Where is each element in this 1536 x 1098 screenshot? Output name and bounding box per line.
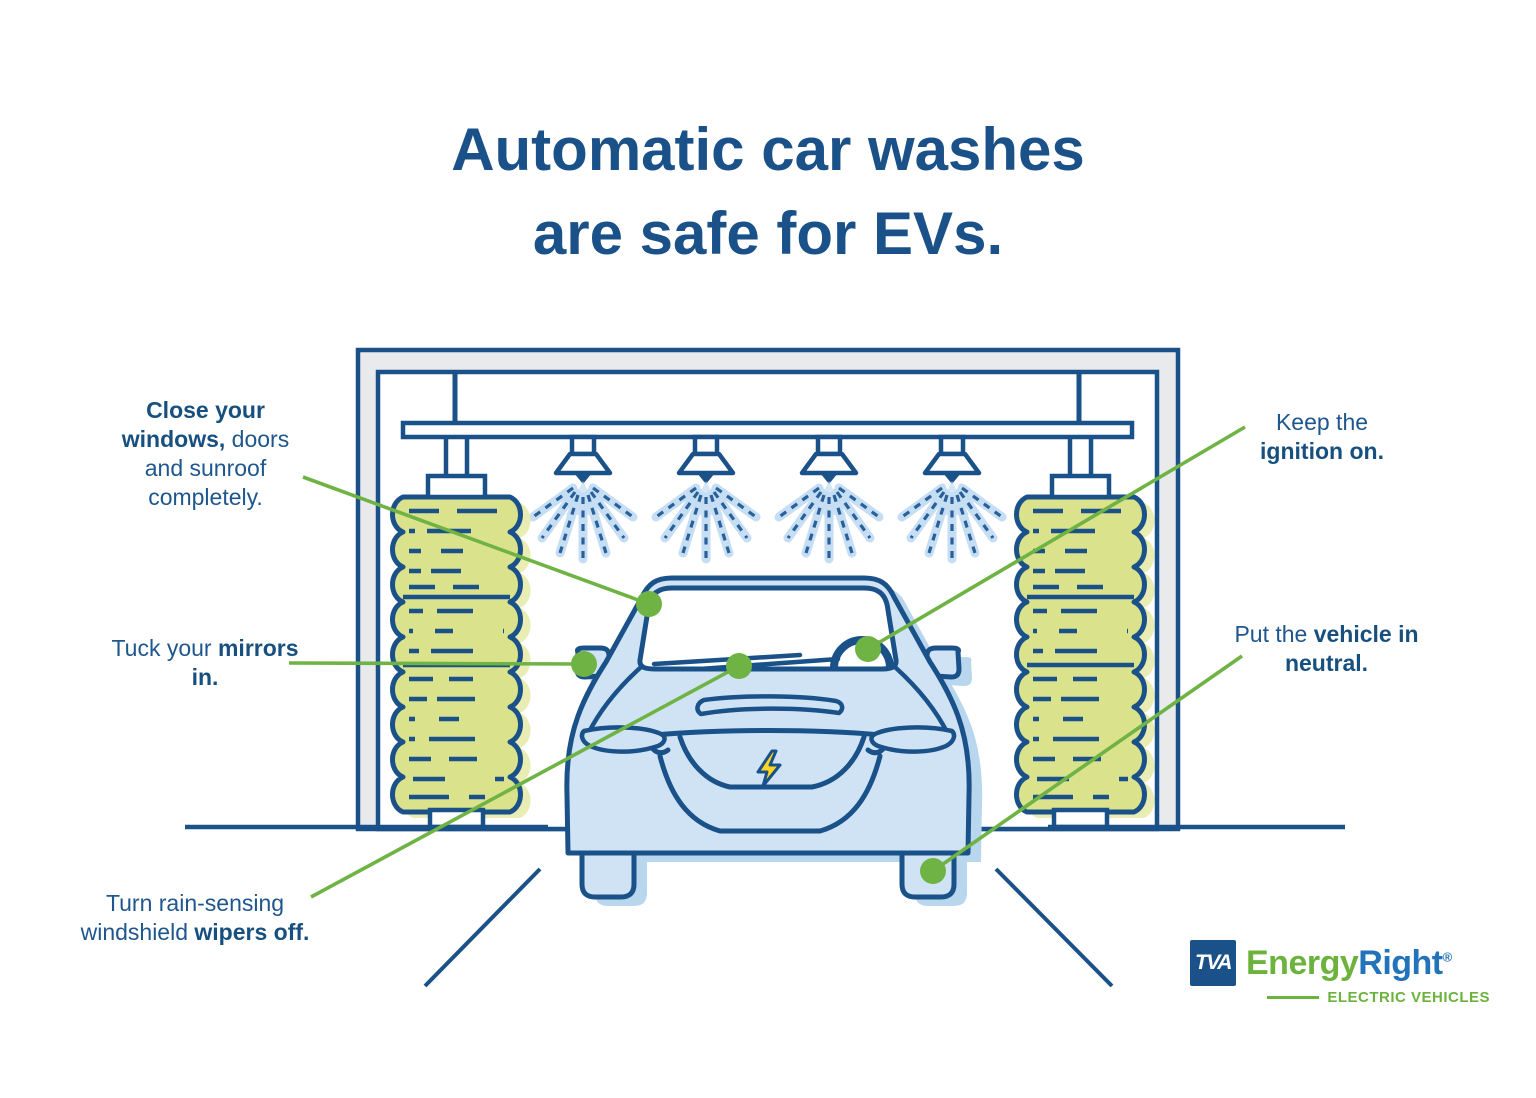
left-brush-icon [393, 437, 531, 827]
callout-line-neutral [931, 654, 1244, 873]
page-title-line2: are safe for EVs. [532, 200, 1004, 267]
front-grille [657, 734, 883, 834]
tva-energyright-logo: TVA EnergyRight® ELECTRIC VEHICLES [1190, 940, 1490, 1006]
callout-dot-windows [636, 591, 662, 617]
callout-ignition-pre: Keep the [1275, 409, 1369, 435]
logo-row-tagline: ELECTRIC VEHICLES [1190, 989, 1490, 1006]
callout-line-mirrors [288, 661, 585, 666]
logo-energy: Energy [1246, 943, 1359, 982]
callout-ignition: Keep the ignition on. [1237, 408, 1407, 466]
callout-neutral-pre: Put the [1234, 621, 1314, 647]
callout-wipers: Turn rain-sensing windshield wipers off. [50, 889, 340, 947]
ground-lines [185, 824, 1345, 988]
callout-mirrors-bold: mirrors in. [191, 635, 299, 690]
callout-dot-mirrors [571, 651, 597, 677]
callout-wipers-bold: wipers off. [194, 919, 310, 945]
registered-mark: ® [1442, 949, 1453, 965]
energyright-wordmark: EnergyRight® [1246, 944, 1452, 983]
headlights [579, 725, 957, 754]
callout-wipers-pre: Turn rain-sensing windshield [80, 890, 285, 945]
callout-dot-ignition [855, 636, 881, 662]
page-title: Automatic car washes are safe for EVs. [0, 108, 1536, 276]
callout-lines [288, 425, 1246, 899]
callout-neutral-bold: vehicle in neutral. [1284, 621, 1419, 676]
page-title-line1: Automatic car washes [451, 116, 1085, 183]
callout-line-ignition [867, 425, 1246, 651]
logo-rule [1267, 996, 1320, 999]
callout-windows-rest: doors and sunroof completely. [144, 426, 290, 510]
callout-windows-bold: Close your windows, [121, 397, 265, 452]
windshield [637, 585, 899, 672]
tva-logo: TVA [1190, 940, 1236, 986]
callout-ignition-bold: ignition on. [1260, 438, 1384, 464]
right-brush-icon [1017, 437, 1155, 827]
callout-dot-wipers [726, 653, 752, 679]
wipers [651, 652, 841, 672]
logo-right: Right [1358, 943, 1443, 982]
hood-vent [695, 694, 845, 717]
logo-row-main: TVA EnergyRight® [1190, 940, 1490, 986]
callout-line-windows [302, 475, 650, 606]
lightning-bolt-icon [756, 749, 782, 788]
callout-dots [571, 591, 946, 884]
callout-dot-neutral [920, 858, 946, 884]
callout-line-wipers [310, 664, 740, 899]
body-creases [585, 665, 951, 737]
spray-rail [400, 374, 1135, 440]
logo-tagline: ELECTRIC VEHICLES [1327, 989, 1490, 1006]
callout-windows: Close your windows, doors and sunroof co… [103, 396, 308, 512]
callout-mirrors: Tuck your mirrors in. [110, 634, 300, 692]
callout-mirrors-pre: Tuck your [111, 635, 218, 661]
callout-neutral: Put the vehicle in neutral. [1229, 620, 1424, 678]
